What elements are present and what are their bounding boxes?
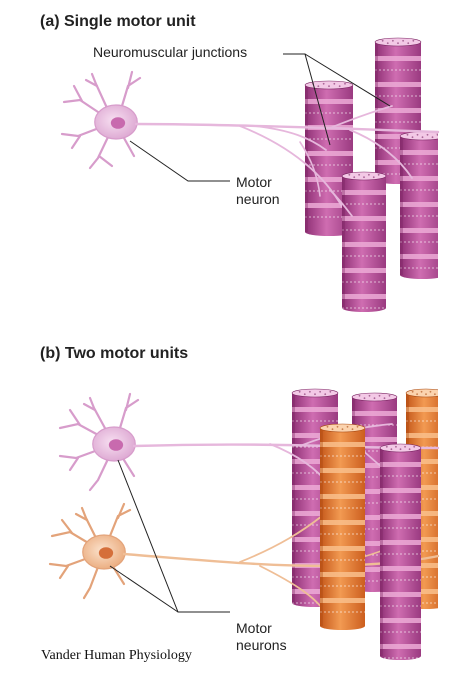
muscle-fiber-b4 — [379, 443, 422, 660]
motor-neurons-leader-line-b — [109, 565, 179, 613]
motor-neuron-leader-line — [129, 140, 230, 182]
motor-neuron-label-line1: Motor — [236, 174, 272, 190]
panel-a-title: (a) Single motor unit — [40, 13, 196, 30]
motor-neuron-a — [60, 70, 142, 170]
panel-b-title: (b) Two motor units — [40, 345, 189, 362]
axon-b-orange-branch1 — [239, 515, 323, 563]
source-credit: Vander Human Physiology — [41, 648, 192, 663]
motor-neuron-label: Motor neuron — [236, 174, 280, 208]
motor-neurons-leader-line-a — [117, 459, 230, 613]
axon-branch-a3 — [239, 125, 347, 215]
neuromuscular-junctions-label: Neuromuscular junctions — [93, 44, 248, 60]
muscle-fiber-a2 — [374, 37, 422, 184]
axon-a — [134, 122, 440, 134]
muscle-fiber-a4 — [399, 131, 438, 279]
axon-terminal-a3 — [329, 189, 353, 217]
junction-leader-line-b — [304, 53, 391, 107]
motor-neuron-b-pink — [58, 392, 140, 492]
motor-neurons-label-line1: Motor — [236, 620, 272, 636]
motor-neurons-label-line2: neurons — [236, 637, 287, 653]
motor-neuron-label-line2: neuron — [236, 191, 280, 207]
motor-neuron-b-orange — [48, 502, 132, 600]
axon-branch-a1 — [254, 125, 327, 151]
axon-branch-a2 — [329, 105, 393, 129]
axon-branch-a5 — [299, 141, 321, 197]
axon-branch-a4 — [349, 129, 413, 179]
axon-b-orange-branch2 — [259, 565, 323, 609]
muscle-fiber-a3 — [341, 171, 387, 312]
motor-neurons-label: Motor neurons — [236, 620, 287, 654]
muscle-fiber-b3 — [319, 423, 366, 630]
